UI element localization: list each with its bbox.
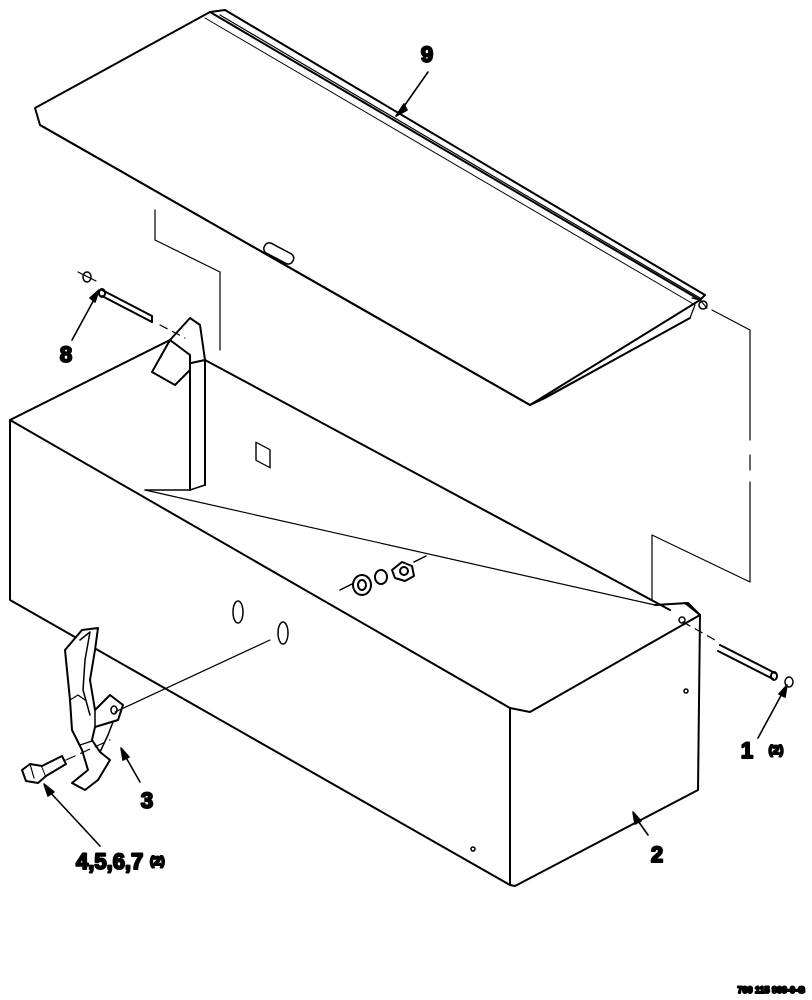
leader-lines [43, 71, 788, 847]
callout-3: 3 [141, 788, 153, 813]
hinge-pin-left [77, 271, 186, 339]
figure-id: 700 115 909-0-G [737, 985, 805, 995]
hinge-pin-right [678, 616, 794, 688]
bolt-part [21, 755, 67, 784]
callout-9: 9 [421, 42, 433, 67]
callout-4-5-6-7: 4,5,6,7 [76, 849, 143, 874]
callout-2: 2 [651, 842, 663, 867]
callout-1-quantity: (2) [769, 743, 784, 757]
lid-reference-lines [154, 209, 751, 601]
fastener-hardware [339, 555, 427, 596]
lid-part [34, 9, 708, 406]
callout-8: 8 [60, 342, 72, 367]
callout-1: 1 [741, 738, 753, 763]
callout-4-5-6-7-quantity: (2) [150, 854, 165, 868]
box-part [9, 317, 701, 887]
latch-part [64, 627, 124, 791]
